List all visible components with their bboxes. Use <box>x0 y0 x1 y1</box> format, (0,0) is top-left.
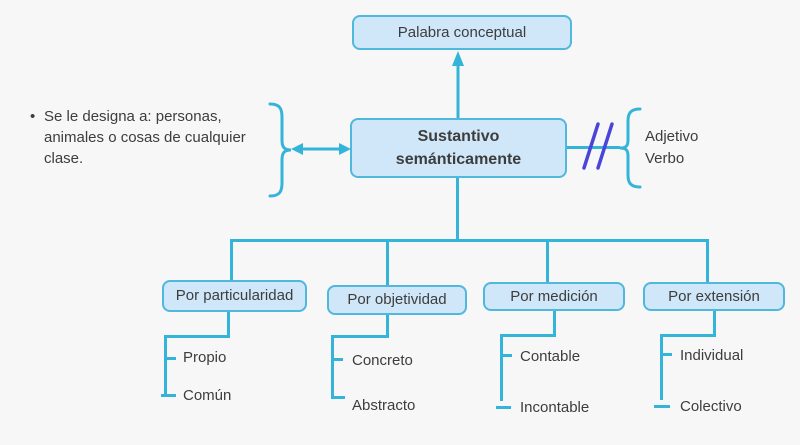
right-note-adjetivo: Adjetivo <box>645 128 699 145</box>
branch4-spine <box>660 334 663 400</box>
branch2-tick1 <box>331 358 343 361</box>
branch4-stem <box>713 311 716 337</box>
connector-drop-objetividad <box>386 239 389 285</box>
leaf-incontable: Incontable <box>520 399 590 416</box>
node-por-objetividad: Por objetividad <box>327 285 467 315</box>
connector-right <box>567 146 620 149</box>
connector-trunk <box>456 178 459 241</box>
node-por-extension: Por extensión <box>643 282 785 311</box>
node-palabra-conceptual-label: Palabra conceptual <box>397 23 527 41</box>
right-note: Adjetivo Verbo <box>645 126 698 170</box>
branch2-tick2 <box>331 396 345 399</box>
branch1-spine <box>164 335 167 397</box>
node-por-medicion: Por medición <box>483 282 625 311</box>
leaf-abstracto: Abstracto <box>352 397 416 414</box>
connector-drop-medicion <box>546 239 549 283</box>
connector-drop-particularidad <box>230 239 233 280</box>
branch4-elbow <box>660 334 716 337</box>
node-por-extension-label: Por extensión <box>668 287 760 305</box>
leaf-comun: Común <box>183 387 232 404</box>
node-por-objetividad-label: Por objetividad <box>347 291 447 308</box>
left-note: • Se le designa a: personas, animales o … <box>30 106 280 169</box>
branch3-spine <box>500 334 503 401</box>
node-sustantivo-line1: Sustantivo <box>417 128 500 145</box>
right-curly-brace-icon <box>268 102 292 198</box>
node-por-particularidad: Por particularidad <box>162 280 307 312</box>
connector-drop-extension <box>706 239 709 283</box>
node-palabra-conceptual: Palabra conceptual <box>352 15 572 50</box>
node-por-medicion-label: Por medición <box>510 287 598 305</box>
branch1-tick1 <box>164 357 176 360</box>
connector-rail <box>230 239 709 242</box>
leaf-individual: Individual <box>680 347 744 364</box>
node-sustantivo-semanticamente: Sustantivo semánticamente <box>350 118 567 178</box>
node-sustantivo-line2: semánticamente <box>395 151 522 168</box>
arrow-up-icon <box>452 51 464 118</box>
leaf-propio: Propio <box>183 349 227 366</box>
branch3-tick2 <box>496 406 511 409</box>
branch3-elbow <box>500 334 556 337</box>
branch1-elbow <box>164 335 230 338</box>
double-headed-arrow-icon <box>291 143 351 155</box>
branch2-spine <box>331 335 334 399</box>
branch2-elbow <box>331 335 389 338</box>
leaf-concreto: Concreto <box>352 352 413 369</box>
bullet-icon: • <box>30 108 36 125</box>
branch1-stem <box>227 312 230 338</box>
leaf-colectivo: Colectivo <box>680 398 742 415</box>
branch3-tick1 <box>500 354 512 357</box>
right-note-verbo: Verbo <box>645 150 685 167</box>
branch2-stem <box>386 315 389 338</box>
node-por-particularidad-label: Por particularidad <box>175 287 294 304</box>
branch4-tick1 <box>660 353 672 356</box>
leaf-contable: Contable <box>520 348 581 365</box>
branch1-tick2 <box>161 394 176 397</box>
branch4-tick2 <box>654 405 670 408</box>
branch3-stem <box>553 311 556 337</box>
left-note-text: Se le designa a: personas, animales o co… <box>44 108 246 167</box>
slash-marks-icon <box>582 122 614 170</box>
left-curly-brace-icon <box>619 107 642 189</box>
